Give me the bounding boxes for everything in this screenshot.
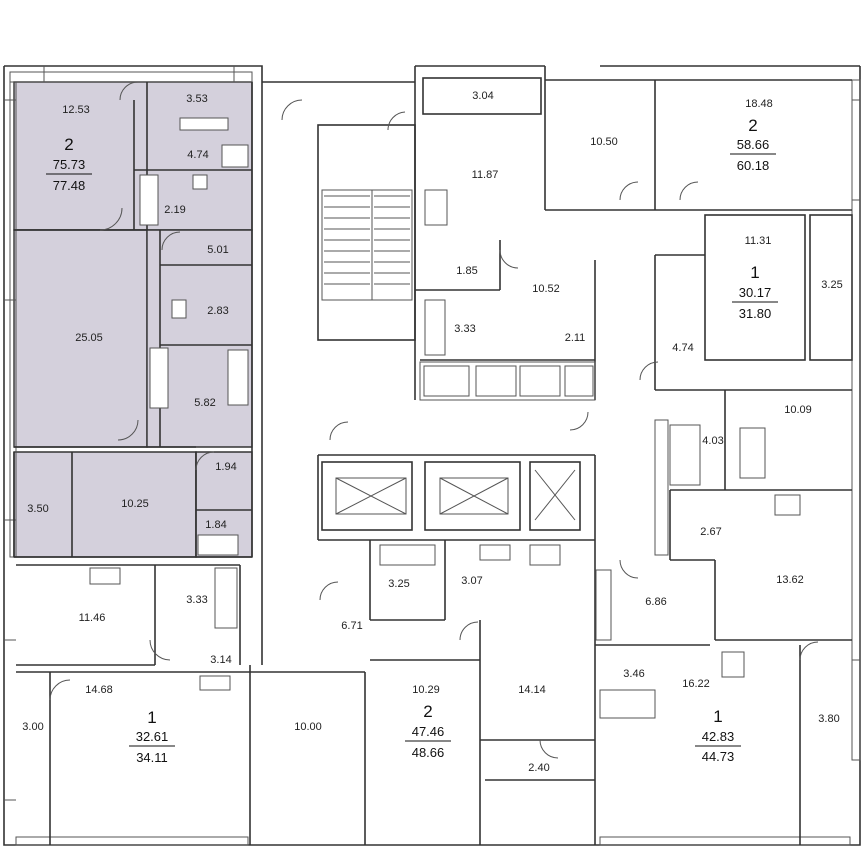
- room-labels: 12.53 3.53 4.74 2.19 5.01 2.83 25.05 5.8…: [22, 90, 842, 774]
- room-area-label: 14.68: [85, 684, 113, 696]
- apartment-block[interactable]: 2 58.66 60.18: [730, 116, 776, 173]
- room-area-label: 10.09: [784, 404, 812, 416]
- apartment-rooms: 2: [423, 702, 432, 721]
- room-area-label: 4.03: [702, 435, 723, 447]
- room-area-label: 25.05: [75, 332, 103, 344]
- apartment-rooms: 1: [713, 707, 722, 726]
- interior-walls-center: [262, 65, 596, 845]
- room-area-label: 3.07: [461, 575, 482, 587]
- apartment-block[interactable]: 2 75.73 77.48: [46, 135, 92, 193]
- room-area-label: 10.52: [532, 283, 560, 295]
- apartment-living: 42.83: [702, 729, 735, 744]
- apartment-rooms: 2: [748, 116, 757, 135]
- room-area-label: 3.04: [472, 90, 493, 102]
- apartment-block[interactable]: 1 32.61 34.11: [129, 708, 175, 765]
- room-area-label: 4.74: [187, 149, 208, 161]
- room-area-label: 14.14: [518, 684, 546, 696]
- apartment-living: 30.17: [739, 285, 772, 300]
- apartment-total: 44.73: [702, 749, 735, 764]
- apartment-rooms: 1: [147, 708, 156, 727]
- room-area-label: 4.74: [672, 342, 693, 354]
- room-area-label: 3.25: [821, 279, 842, 291]
- room-area-label: 3.46: [623, 668, 644, 680]
- room-area-label: 12.53: [62, 104, 90, 116]
- room-area-label: 10.00: [294, 721, 322, 733]
- room-area-label: 2.19: [164, 204, 185, 216]
- apartment-block[interactable]: 1 30.17 31.80: [732, 263, 778, 321]
- room-area-label: 3.33: [186, 594, 207, 606]
- room-area-label: 6.71: [341, 620, 362, 632]
- outer-walls: [3, 65, 861, 846]
- highlighted-apartment[interactable]: [13, 81, 253, 558]
- room-area-label: 3.14: [210, 654, 231, 666]
- room-area-label: 10.29: [412, 684, 440, 696]
- apartment-living: 75.73: [53, 157, 86, 172]
- apartment-rooms: 2: [64, 135, 73, 154]
- room-area-label: 2.40: [528, 762, 549, 774]
- room-area-label: 10.25: [121, 498, 149, 510]
- apartment-rooms: 1: [750, 263, 759, 282]
- room-area-label: 2.11: [565, 332, 586, 344]
- plumbing-fixtures: [89, 117, 801, 719]
- apartment-total: 77.48: [53, 178, 86, 193]
- room-area-label: 3.80: [818, 713, 839, 725]
- room-area-label: 1.94: [215, 461, 236, 473]
- room-area-label: 6.86: [645, 596, 666, 608]
- apartment-block[interactable]: 1 42.83 44.73: [695, 707, 741, 764]
- room-area-label: 2.83: [207, 305, 228, 317]
- stairs: [324, 195, 410, 285]
- room-area-label: 3.25: [388, 578, 409, 590]
- elevators: [321, 461, 581, 531]
- apartment-total: 34.11: [136, 750, 168, 765]
- room-area-label: 2.67: [700, 526, 721, 538]
- apartment-total: 48.66: [412, 745, 445, 760]
- room-area-label: 11.46: [79, 612, 106, 624]
- room-area-label: 3.50: [27, 503, 48, 515]
- room-area-label: 13.62: [776, 574, 804, 586]
- room-area-label: 3.00: [22, 721, 43, 733]
- room-area-label: 11.87: [472, 169, 499, 181]
- room-area-label: 3.53: [186, 93, 207, 105]
- room-area-label: 11.31: [745, 235, 772, 247]
- apartment-living: 58.66: [737, 137, 770, 152]
- apartment-block[interactable]: 2 47.46 48.66: [405, 702, 451, 760]
- apartment-living: 32.61: [136, 729, 169, 744]
- room-area-label: 5.82: [194, 397, 215, 409]
- apartment-total: 31.80: [739, 306, 772, 321]
- apartment-total: 60.18: [737, 158, 770, 173]
- apartment-living: 47.46: [412, 724, 445, 739]
- room-area-label: 5.01: [207, 244, 228, 256]
- balconies: [419, 77, 669, 641]
- room-area-label: 18.48: [745, 98, 773, 110]
- room-area-label: 1.85: [456, 265, 477, 277]
- room-area-label: 3.33: [454, 323, 475, 335]
- apartment-info: 2 75.73 77.48 2 58.66 60.18 1 30.17 31.8…: [46, 116, 778, 765]
- room-area-label: 10.50: [590, 136, 618, 148]
- room-area-label: 16.22: [682, 678, 710, 690]
- room-area-label: 1.84: [205, 519, 226, 531]
- interior-walls-right: [545, 79, 853, 845]
- doors: [49, 81, 819, 759]
